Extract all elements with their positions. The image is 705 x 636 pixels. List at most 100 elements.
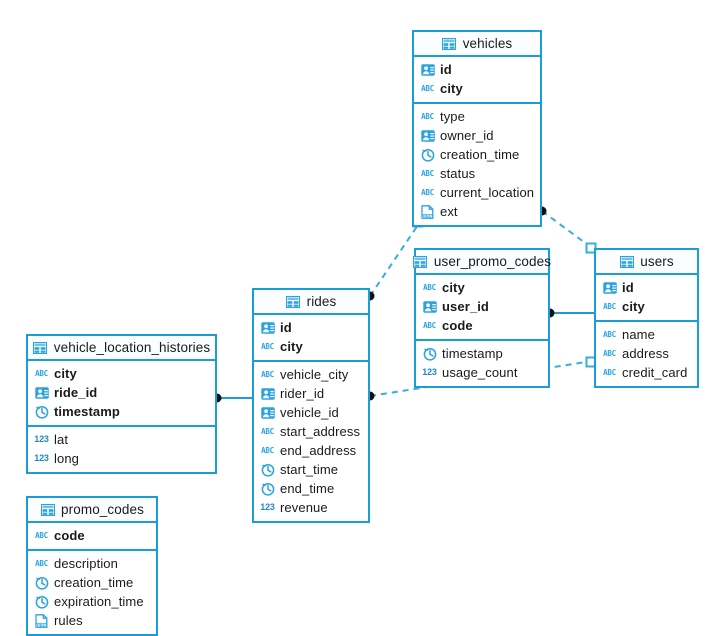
entity-title: promo_codes bbox=[61, 502, 144, 517]
column-label: ride_id bbox=[54, 385, 98, 400]
column-creation_time[interactable]: creation_time bbox=[414, 145, 540, 164]
entity-header-promo_codes[interactable]: promo_codes bbox=[28, 498, 156, 523]
column-expiration_time[interactable]: expiration_time bbox=[28, 592, 156, 611]
column-ride_id[interactable]: ride_id bbox=[28, 383, 215, 402]
entity-header-user_promo_codes[interactable]: user_promo_codes bbox=[413, 250, 551, 275]
entity-header-vehicles[interactable]: vehicles bbox=[414, 32, 540, 57]
column-rider_id[interactable]: rider_id bbox=[254, 384, 368, 403]
clock-icon bbox=[420, 148, 435, 162]
entity-title: rides bbox=[306, 294, 337, 309]
column-creation_time[interactable]: creation_time bbox=[28, 573, 156, 592]
column-label: lat bbox=[54, 432, 69, 447]
column-label: type bbox=[440, 109, 465, 124]
column-label: code bbox=[442, 318, 473, 333]
column-label: creation_time bbox=[54, 575, 134, 590]
column-vehicle_id[interactable]: vehicle_id bbox=[254, 403, 368, 422]
column-label: city bbox=[54, 366, 77, 381]
column-id[interactable]: id bbox=[596, 278, 697, 297]
clock-icon bbox=[34, 405, 49, 419]
column-lat[interactable]: 123 lat bbox=[28, 430, 215, 449]
entity-header-vehicle_location_histories[interactable]: vehicle_location_histories bbox=[28, 336, 215, 361]
column-timestamp[interactable]: timestamp bbox=[28, 402, 215, 421]
abc-icon: ABC bbox=[35, 530, 48, 540]
column-label: status bbox=[440, 166, 476, 181]
table-icon bbox=[442, 37, 457, 51]
entity-header-users[interactable]: users bbox=[596, 250, 697, 275]
table-icon bbox=[40, 503, 55, 517]
column-timestamp[interactable]: timestamp bbox=[416, 344, 548, 363]
number-icon: 123 bbox=[34, 434, 49, 444]
clock-icon bbox=[422, 347, 437, 361]
column-id[interactable]: id bbox=[414, 60, 540, 79]
abc-icon: ABC bbox=[35, 368, 48, 378]
abc-icon: ABC bbox=[261, 369, 274, 379]
column-code[interactable]: ABC code bbox=[28, 526, 156, 545]
column-usage_count[interactable]: 123 usage_count bbox=[416, 363, 548, 382]
column-owner_id[interactable]: owner_id bbox=[414, 126, 540, 145]
fields-section: 123 lat 123 long bbox=[28, 425, 215, 472]
abc-icon: ABC bbox=[423, 282, 436, 292]
clock-icon bbox=[260, 463, 275, 477]
number-icon: 123 bbox=[422, 367, 437, 377]
table-icon bbox=[619, 255, 634, 269]
json-icon: JSON bbox=[420, 204, 435, 219]
key-id-icon bbox=[422, 300, 437, 314]
column-id[interactable]: id bbox=[254, 318, 368, 337]
abc-icon: ABC bbox=[261, 445, 274, 455]
clock-icon bbox=[34, 576, 49, 590]
column-label: timestamp bbox=[442, 346, 503, 361]
column-long[interactable]: 123 long bbox=[28, 449, 215, 468]
column-label: ext bbox=[440, 204, 458, 219]
column-city[interactable]: ABC city bbox=[28, 364, 215, 383]
abc-icon: ABC bbox=[603, 329, 616, 339]
key-id-icon bbox=[34, 386, 49, 400]
column-label: expiration_time bbox=[54, 594, 144, 609]
column-label: start_time bbox=[280, 462, 339, 477]
abc-icon: ABC bbox=[603, 301, 616, 311]
column-label: usage_count bbox=[442, 365, 518, 380]
number-icon: 123 bbox=[34, 453, 49, 463]
column-label: long bbox=[54, 451, 79, 466]
entity-header-rides[interactable]: rides bbox=[254, 290, 368, 315]
column-start_time[interactable]: start_time bbox=[254, 460, 368, 479]
key-id-icon bbox=[260, 321, 275, 335]
column-user_id[interactable]: user_id bbox=[416, 297, 548, 316]
abc-icon: ABC bbox=[603, 367, 616, 377]
svg-text:JSON: JSON bbox=[35, 623, 46, 627]
column-end_time[interactable]: end_time bbox=[254, 479, 368, 498]
column-ext[interactable]: JSON ext bbox=[414, 202, 540, 221]
column-label: code bbox=[54, 528, 85, 543]
key-id-icon bbox=[260, 387, 275, 401]
abc-icon: ABC bbox=[261, 426, 274, 436]
